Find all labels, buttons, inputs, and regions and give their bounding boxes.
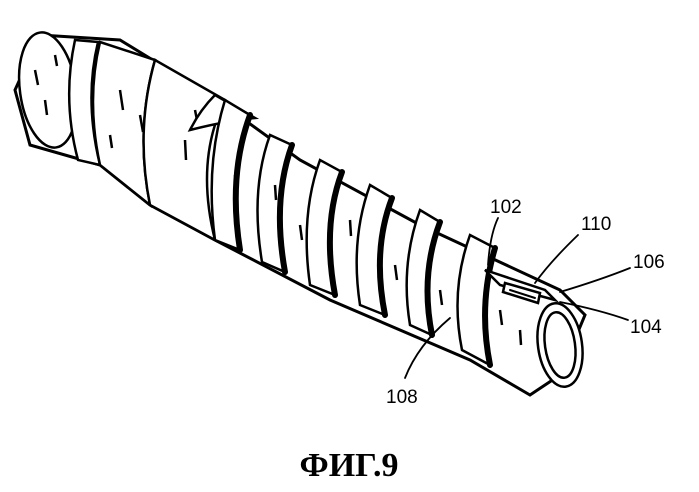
ref-label-102: 102 — [490, 197, 522, 218]
ref-label-108: 108 — [386, 387, 418, 408]
ref-label-104: 104 — [630, 317, 662, 338]
figure-caption: ФИГ.9 — [300, 447, 399, 484]
ref-label-106: 106 — [633, 252, 665, 273]
ref-label-110: 110 — [581, 214, 611, 235]
